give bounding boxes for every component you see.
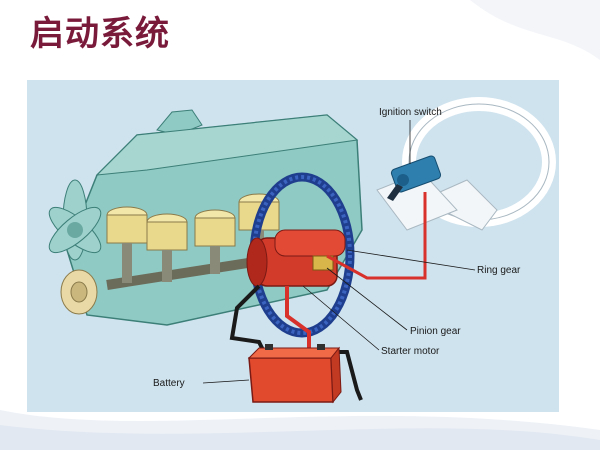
- battery: [247, 344, 342, 404]
- label-ignition-switch: Ignition switch: [379, 107, 442, 118]
- ignition-switch: [387, 155, 442, 201]
- starting-system-diagram: Ignition switch Ring gear Pinion gear St…: [27, 80, 559, 412]
- cooling-fan: [48, 179, 102, 261]
- label-pinion-gear: Pinion gear: [410, 326, 461, 337]
- crank-pulley: [60, 269, 98, 315]
- label-ring-gear: Ring gear: [477, 265, 521, 276]
- pistons-crankshaft: [106, 193, 280, 290]
- diagram-canvas: Ignition switch Ring gear Pinion gear St…: [27, 80, 559, 412]
- label-starter-motor: Starter motor: [381, 346, 440, 357]
- label-battery: Battery: [153, 378, 185, 389]
- leader-lines: [202, 120, 476, 384]
- slide-title: 启动系统: [30, 14, 170, 54]
